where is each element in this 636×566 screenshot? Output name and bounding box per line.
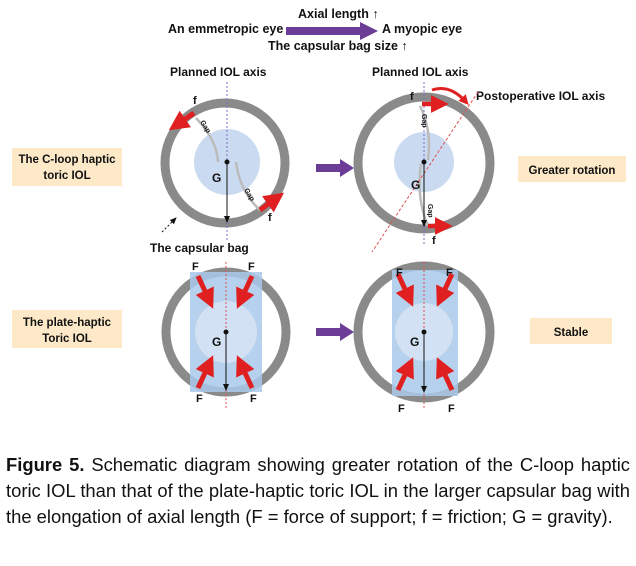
- c-loop-emmetropic-eye: G f f Gap Gap The capsular bag: [150, 82, 290, 255]
- force-label-bottom-left: F: [196, 393, 203, 405]
- transition-arrow-bottom: [316, 323, 354, 341]
- support-arrow-top-left: [195, 274, 214, 309]
- header-arrow: [286, 22, 378, 40]
- gravity-label: G: [411, 178, 420, 192]
- upper-haptic: [418, 105, 431, 161]
- gravity-label: G: [212, 171, 221, 185]
- rotation-arrow: [431, 87, 469, 105]
- postoperative-axis-label: Postoperative IOL axis: [476, 89, 605, 103]
- force-label-bottom-left: F: [398, 403, 405, 415]
- greater-rotation-box: Greater rotation: [518, 156, 626, 182]
- plate-emmetropic-eye: G F F F F: [161, 261, 291, 410]
- capsular-bag-ring: [353, 92, 495, 234]
- capsular-bag-size-label: The capsular bag size ↑: [268, 39, 408, 53]
- support-arrow-bottom-right: [236, 355, 255, 390]
- center-dot: [421, 159, 427, 165]
- header: An emmetropic eye Axial length ↑ A myopi…: [168, 7, 462, 53]
- stable-label: Stable: [554, 327, 589, 339]
- plate-myopic-eye: G F F F F: [353, 261, 495, 415]
- force-label-top-left: F: [396, 267, 403, 279]
- c-loop-label-box: The C-loop haptic toric IOL: [12, 148, 122, 186]
- gap-label-upper: Gap: [198, 119, 211, 134]
- gap-label-upper: Gap: [420, 114, 427, 128]
- greater-rotation-label: Greater rotation: [529, 165, 616, 177]
- c-loop-label-line2: toric IOL: [43, 170, 90, 182]
- plate-label-line2: Toric IOL: [42, 333, 92, 345]
- friction-label-upper: f: [410, 91, 414, 103]
- friction-label-upper: f: [193, 95, 197, 107]
- force-label-bottom-right: F: [448, 403, 455, 415]
- support-arrow-bottom-left: [395, 357, 414, 392]
- capsular-bag-pointer: [161, 217, 177, 233]
- support-arrow-top-left: [395, 272, 414, 307]
- figure-label: Figure 5.: [6, 454, 85, 475]
- postoperative-axis-line: [371, 91, 479, 253]
- force-label-top-right: F: [446, 267, 453, 279]
- gravity-label: G: [410, 335, 419, 349]
- support-arrow-top-right: [436, 272, 455, 307]
- friction-label-lower: f: [268, 212, 272, 224]
- center-dot: [421, 329, 427, 335]
- axial-length-label: Axial length ↑: [298, 7, 379, 21]
- friction-arrow-upper: [168, 110, 196, 131]
- myopic-eye-label: A myopic eye: [382, 22, 462, 36]
- figure-caption: Figure 5. Schematic diagram showing grea…: [6, 452, 630, 530]
- caption-text: Schematic diagram showing greater rotati…: [6, 454, 630, 527]
- emmetropic-eye-label: An emmetropic eye: [168, 22, 283, 36]
- friction-label-lower: f: [432, 235, 436, 247]
- friction-arrow-lower: [258, 192, 285, 213]
- gap-label-lower: Gap: [426, 204, 433, 218]
- force-label-top-left: F: [192, 261, 199, 273]
- plate-label-line1: The plate-haptic: [23, 317, 112, 329]
- support-arrow-bottom-right: [436, 357, 455, 392]
- gap-label-lower: Gap: [242, 187, 255, 202]
- lower-haptic: [234, 161, 261, 211]
- center-dot: [223, 329, 229, 335]
- capsular-bag-ring: [160, 98, 290, 228]
- capsular-bag-label: The capsular bag: [150, 241, 249, 255]
- support-arrow-bottom-left: [195, 355, 214, 390]
- planned-axis-right-label: Planned IOL axis: [372, 65, 469, 79]
- stable-box: Stable: [530, 318, 612, 344]
- c-loop-label-line1: The C-loop haptic: [18, 154, 116, 166]
- force-label-top-right: F: [248, 261, 255, 273]
- upper-haptic: [195, 117, 220, 163]
- gravity-label: G: [212, 335, 221, 349]
- planned-axis-left-label: Planned IOL axis: [170, 65, 267, 79]
- c-loop-myopic-eye: G f f Gap Gap: [353, 82, 495, 253]
- transition-arrow-top: [316, 159, 354, 177]
- schematic-diagram: An emmetropic eye Axial length ↑ A myopi…: [12, 7, 626, 415]
- support-arrow-top-right: [236, 274, 255, 309]
- center-dot: [224, 159, 230, 165]
- force-label-bottom-right: F: [250, 393, 257, 405]
- plate-label-box: The plate-haptic Toric IOL: [12, 310, 122, 348]
